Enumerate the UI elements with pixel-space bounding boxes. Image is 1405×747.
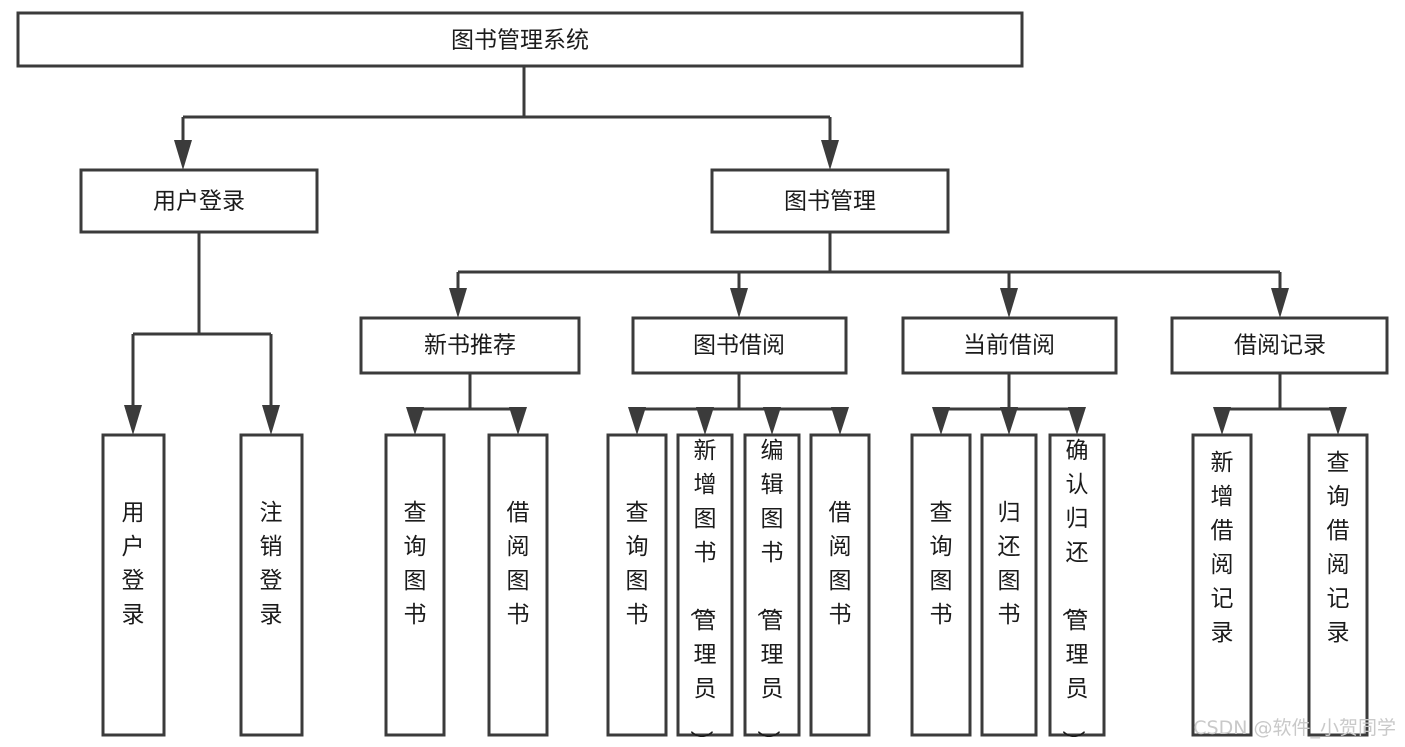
- arrow-new-book-leaf-0-icon: [406, 407, 424, 435]
- leaf-book-borrow-2-label: 编辑图书（管理员）: [755, 438, 784, 747]
- arrow-borrow-record-leaf-1-icon: [1329, 407, 1347, 435]
- arrow-to-current-borrow-icon: [1000, 288, 1018, 318]
- node-root[interactable]: 图书管理系统: [16, 11, 1024, 68]
- leaf-new-book-1[interactable]: 借阅图书: [487, 433, 549, 737]
- leaf-current-borrow-0[interactable]: 查询图书: [910, 433, 972, 737]
- leaf-user-login-1-label: 注销登录: [260, 500, 283, 628]
- leaf-borrow-record-0-label: 新增借阅记录: [1211, 450, 1234, 646]
- leaf-book-borrow-0[interactable]: 查询图书: [606, 433, 668, 737]
- leaf-current-borrow-0-label: 查询图书: [930, 500, 953, 628]
- leaf-book-borrow-3-box[interactable]: [809, 433, 871, 737]
- leaf-user-login-0-box[interactable]: [101, 433, 166, 737]
- arrow-book-borrow-leaf-3-icon: [831, 407, 849, 435]
- arrow-to-borrow-record-icon: [1271, 288, 1289, 318]
- node-current-borrow-box[interactable]: [901, 316, 1118, 375]
- leaf-borrow-record-0[interactable]: 新增借阅记录: [1191, 433, 1253, 737]
- node-book-manage[interactable]: 图书管理: [710, 168, 950, 234]
- arrow-current-borrow-leaf-0-icon: [932, 407, 950, 435]
- leaf-user-login-0[interactable]: 用户登录: [101, 433, 166, 737]
- node-current-borrow[interactable]: 当前借阅: [901, 316, 1118, 375]
- arrow-current-borrow-leaf-1-icon: [1000, 407, 1018, 435]
- leaf-current-borrow-2[interactable]: 确认归还（管理员）: [1048, 433, 1106, 747]
- node-user-login-label: 用户登录: [153, 189, 245, 215]
- leaf-borrow-record-1-box[interactable]: [1307, 433, 1369, 737]
- leaf-current-borrow-1-box[interactable]: [980, 433, 1038, 737]
- node-book-borrow-box[interactable]: [631, 316, 848, 375]
- csdn-watermark: CSDN @软件_小贺同学: [1193, 717, 1396, 739]
- node-new-book-recommend[interactable]: 新书推荐: [359, 316, 581, 375]
- node-current-borrow-label: 当前借阅: [963, 333, 1055, 359]
- leaf-borrow-record-1[interactable]: 查询借阅记录: [1307, 433, 1369, 737]
- arrow-book-borrow-leaf-2-icon: [763, 407, 781, 435]
- leaf-book-borrow-1-box[interactable]: [676, 433, 734, 737]
- leaf-borrow-record-0-box[interactable]: [1191, 433, 1253, 737]
- leaf-new-book-1-box[interactable]: [487, 433, 549, 737]
- arrow-new-book-leaf-1-icon: [509, 407, 527, 435]
- arrow-book-borrow-leaf-0-icon: [628, 407, 646, 435]
- leaf-current-borrow-0-box[interactable]: [910, 433, 972, 737]
- arrow-to-user-login-icon: [174, 140, 192, 170]
- node-book-manage-label: 图书管理: [784, 189, 876, 215]
- leaf-current-borrow-1-label: 归还图书: [998, 500, 1021, 628]
- node-new-book-recommend-box[interactable]: [359, 316, 581, 375]
- leaf-book-borrow-2-box[interactable]: [743, 433, 801, 737]
- arrow-current-borrow-leaf-2-icon: [1068, 407, 1086, 435]
- arrow-book-borrow-leaf-1-icon: [696, 407, 714, 435]
- leaf-book-borrow-2[interactable]: 编辑图书（管理员）: [743, 433, 801, 747]
- leaf-user-login-1-box[interactable]: [239, 433, 304, 737]
- node-borrow-record-label: 借阅记录: [1234, 333, 1326, 359]
- leaf-user-login-0-label: 用户登录: [122, 500, 145, 628]
- node-user-login-box[interactable]: [79, 168, 319, 234]
- leaf-book-borrow-0-label: 查询图书: [626, 500, 649, 628]
- node-book-borrow[interactable]: 图书借阅: [631, 316, 848, 375]
- leaf-current-borrow-1[interactable]: 归还图书: [980, 433, 1038, 737]
- node-book-borrow-label: 图书借阅: [693, 333, 785, 359]
- arrow-borrow-record-leaf-0-icon: [1213, 407, 1231, 435]
- leaf-book-borrow-1[interactable]: 新增图书（管理员）: [676, 433, 734, 747]
- arrow-user-login-leaf-1-icon: [262, 405, 280, 435]
- node-book-manage-box[interactable]: [710, 168, 950, 234]
- node-borrow-record-box[interactable]: [1170, 316, 1389, 375]
- node-new-book-recommend-label: 新书推荐: [424, 333, 516, 359]
- arrow-to-book-manage-icon: [821, 140, 839, 170]
- connector-layer: [124, 66, 1347, 435]
- leaf-book-borrow-3-label: 借阅图书: [829, 500, 852, 628]
- leaf-current-borrow-2-label: 确认归还（管理员）: [1060, 438, 1089, 747]
- arrow-user-login-leaf-0-icon: [124, 405, 142, 435]
- leaf-new-book-0-box[interactable]: [384, 433, 446, 737]
- node-borrow-record[interactable]: 借阅记录: [1170, 316, 1389, 375]
- leaf-user-login-1[interactable]: 注销登录: [239, 433, 304, 737]
- leaf-new-book-0-label: 查询图书: [404, 500, 427, 628]
- leaf-new-book-1-label: 借阅图书: [507, 500, 530, 628]
- leaf-book-borrow-0-box[interactable]: [606, 433, 668, 737]
- arrow-to-book-borrow-icon: [730, 288, 748, 318]
- node-root-box[interactable]: [16, 11, 1024, 68]
- leaf-book-borrow-3[interactable]: 借阅图书: [809, 433, 871, 737]
- node-root-label: 图书管理系统: [451, 28, 589, 54]
- node-user-login[interactable]: 用户登录: [79, 168, 319, 234]
- leaf-book-borrow-1-label: 新增图书（管理员）: [688, 438, 717, 747]
- leaf-new-book-0[interactable]: 查询图书: [384, 433, 446, 737]
- leaf-borrow-record-1-label: 查询借阅记录: [1327, 450, 1350, 646]
- leaf-current-borrow-2-box[interactable]: [1048, 433, 1106, 737]
- arrow-to-new-book-icon: [449, 288, 467, 318]
